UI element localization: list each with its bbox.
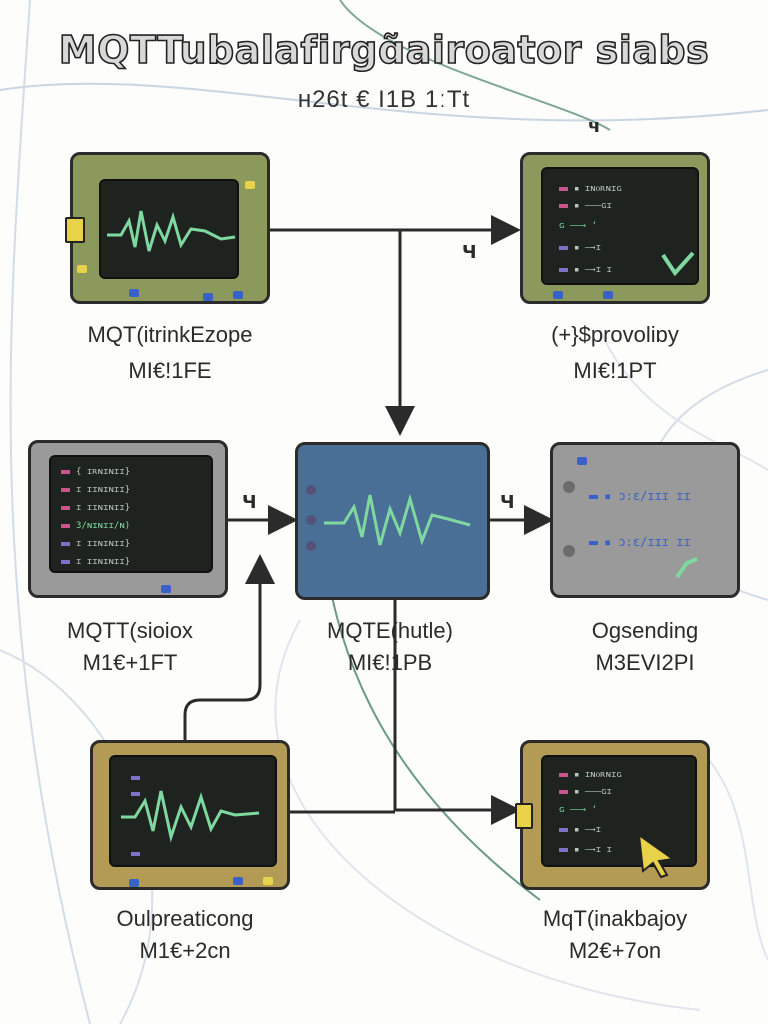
waveform-icon xyxy=(121,790,260,843)
pin-icon xyxy=(603,291,613,299)
pin-icon xyxy=(77,265,87,273)
node-code-mid-right: M3EVI2PI xyxy=(595,650,695,675)
led-icon xyxy=(306,485,316,495)
node-name-bottom-left: Oulpreaticong xyxy=(116,906,254,931)
pin-icon xyxy=(263,877,273,885)
pin-icon xyxy=(129,879,139,887)
node-code-bottom-right: M2€+7on xyxy=(568,938,662,963)
board-mid-left: { ɪʀɴɪɴɪɪ} ɪ ɪɪɴɪɴɪɪ} ɪ ɪɪɴɪɴɪɪ} 3/ɴɪɴɪɪ… xyxy=(28,440,228,598)
diagram-title: MQTTubalafirgɑ̃airoator siabs xyxy=(58,27,710,73)
node-code-top-right: MI€!1PT xyxy=(573,358,657,383)
pin-icon xyxy=(233,877,243,885)
pin-icon xyxy=(233,291,243,299)
pin-icon xyxy=(577,457,587,465)
side-connector-icon xyxy=(515,803,533,829)
node-code-bottom-left: M1€+2cn xyxy=(139,938,231,963)
led-icon xyxy=(306,541,316,551)
pin-icon xyxy=(245,181,255,189)
board-top-left xyxy=(65,152,270,304)
waveform-icon xyxy=(107,210,236,252)
pin-icon xyxy=(129,289,139,297)
node-code-top-left: MI€!1FE xyxy=(128,358,212,383)
board-mid-right: ▪ ɔ:ɛ/ɪɪɪ ɪɪ ▪ ɔ:ɛ/ɪɪɪ ɪɪ xyxy=(550,442,740,598)
screen-top-right: ▪ ɪɴᴏʀɴɪɢ ▪ ———ɢɪ ɢ ——→ ʼ ▪ —→ɪ ▪ —→ɪ ɪ xyxy=(541,167,699,285)
cursor-arrow-icon xyxy=(637,832,676,879)
node-name-top-left: MQT(itrinkEzope xyxy=(87,322,253,347)
pin-icon xyxy=(553,291,563,299)
waveform-icon xyxy=(324,493,471,546)
node-name-bottom-right: MqT(inakbajoy xyxy=(542,906,688,931)
screen-bottom-left xyxy=(109,755,277,867)
led-icon xyxy=(306,515,316,525)
led-icon xyxy=(563,481,575,493)
side-connector-icon xyxy=(65,217,85,243)
diagram-subtitle: ʜ26t € I1B 1ːTt xyxy=(297,86,471,113)
screen-bottom-right: ▪ ɪɴᴏʀɴɪɢ ▪ ———ɢɪ ɢ ——→ ʼ ▪ —→ɪ ▪ —→ɪ ɪ xyxy=(541,755,697,867)
node-name-mid-right: Ogsending xyxy=(591,618,699,643)
node-name-top-right: (+}$provoliɒy xyxy=(551,322,679,347)
pin-icon xyxy=(161,585,171,593)
board-bottom-right: ▪ ɪɴᴏʀɴɪɢ ▪ ———ɢɪ ɢ ——→ ʼ ▪ —→ɪ ▪ —→ɪ ɪ xyxy=(515,740,710,890)
led-icon xyxy=(563,545,575,557)
screen-top-left xyxy=(99,179,239,279)
pin-icon xyxy=(203,293,213,301)
board-center xyxy=(295,442,490,600)
board-bottom-left xyxy=(90,740,290,890)
plug-icon xyxy=(675,557,698,579)
node-name-mid-left: MQTT(sioiox xyxy=(67,618,193,643)
board-top-right: ▪ ɪɴᴏʀɴɪɢ ▪ ———ɢɪ ɢ ——→ ʼ ▪ —→ɪ ▪ —→ɪ ɪ xyxy=(520,152,710,304)
node-code-mid-left: M1€+1FT xyxy=(82,650,178,675)
node-name-center: MQTE(hutle) xyxy=(327,618,453,643)
node-code-center: MI€!1PB xyxy=(347,650,433,675)
checkmark-icon xyxy=(661,251,695,277)
screen-mid-left: { ɪʀɴɪɴɪɪ} ɪ ɪɪɴɪɴɪɪ} ɪ ɪɪɴɪɴɪɪ} 3/ɴɪɴɪɪ… xyxy=(49,455,213,573)
